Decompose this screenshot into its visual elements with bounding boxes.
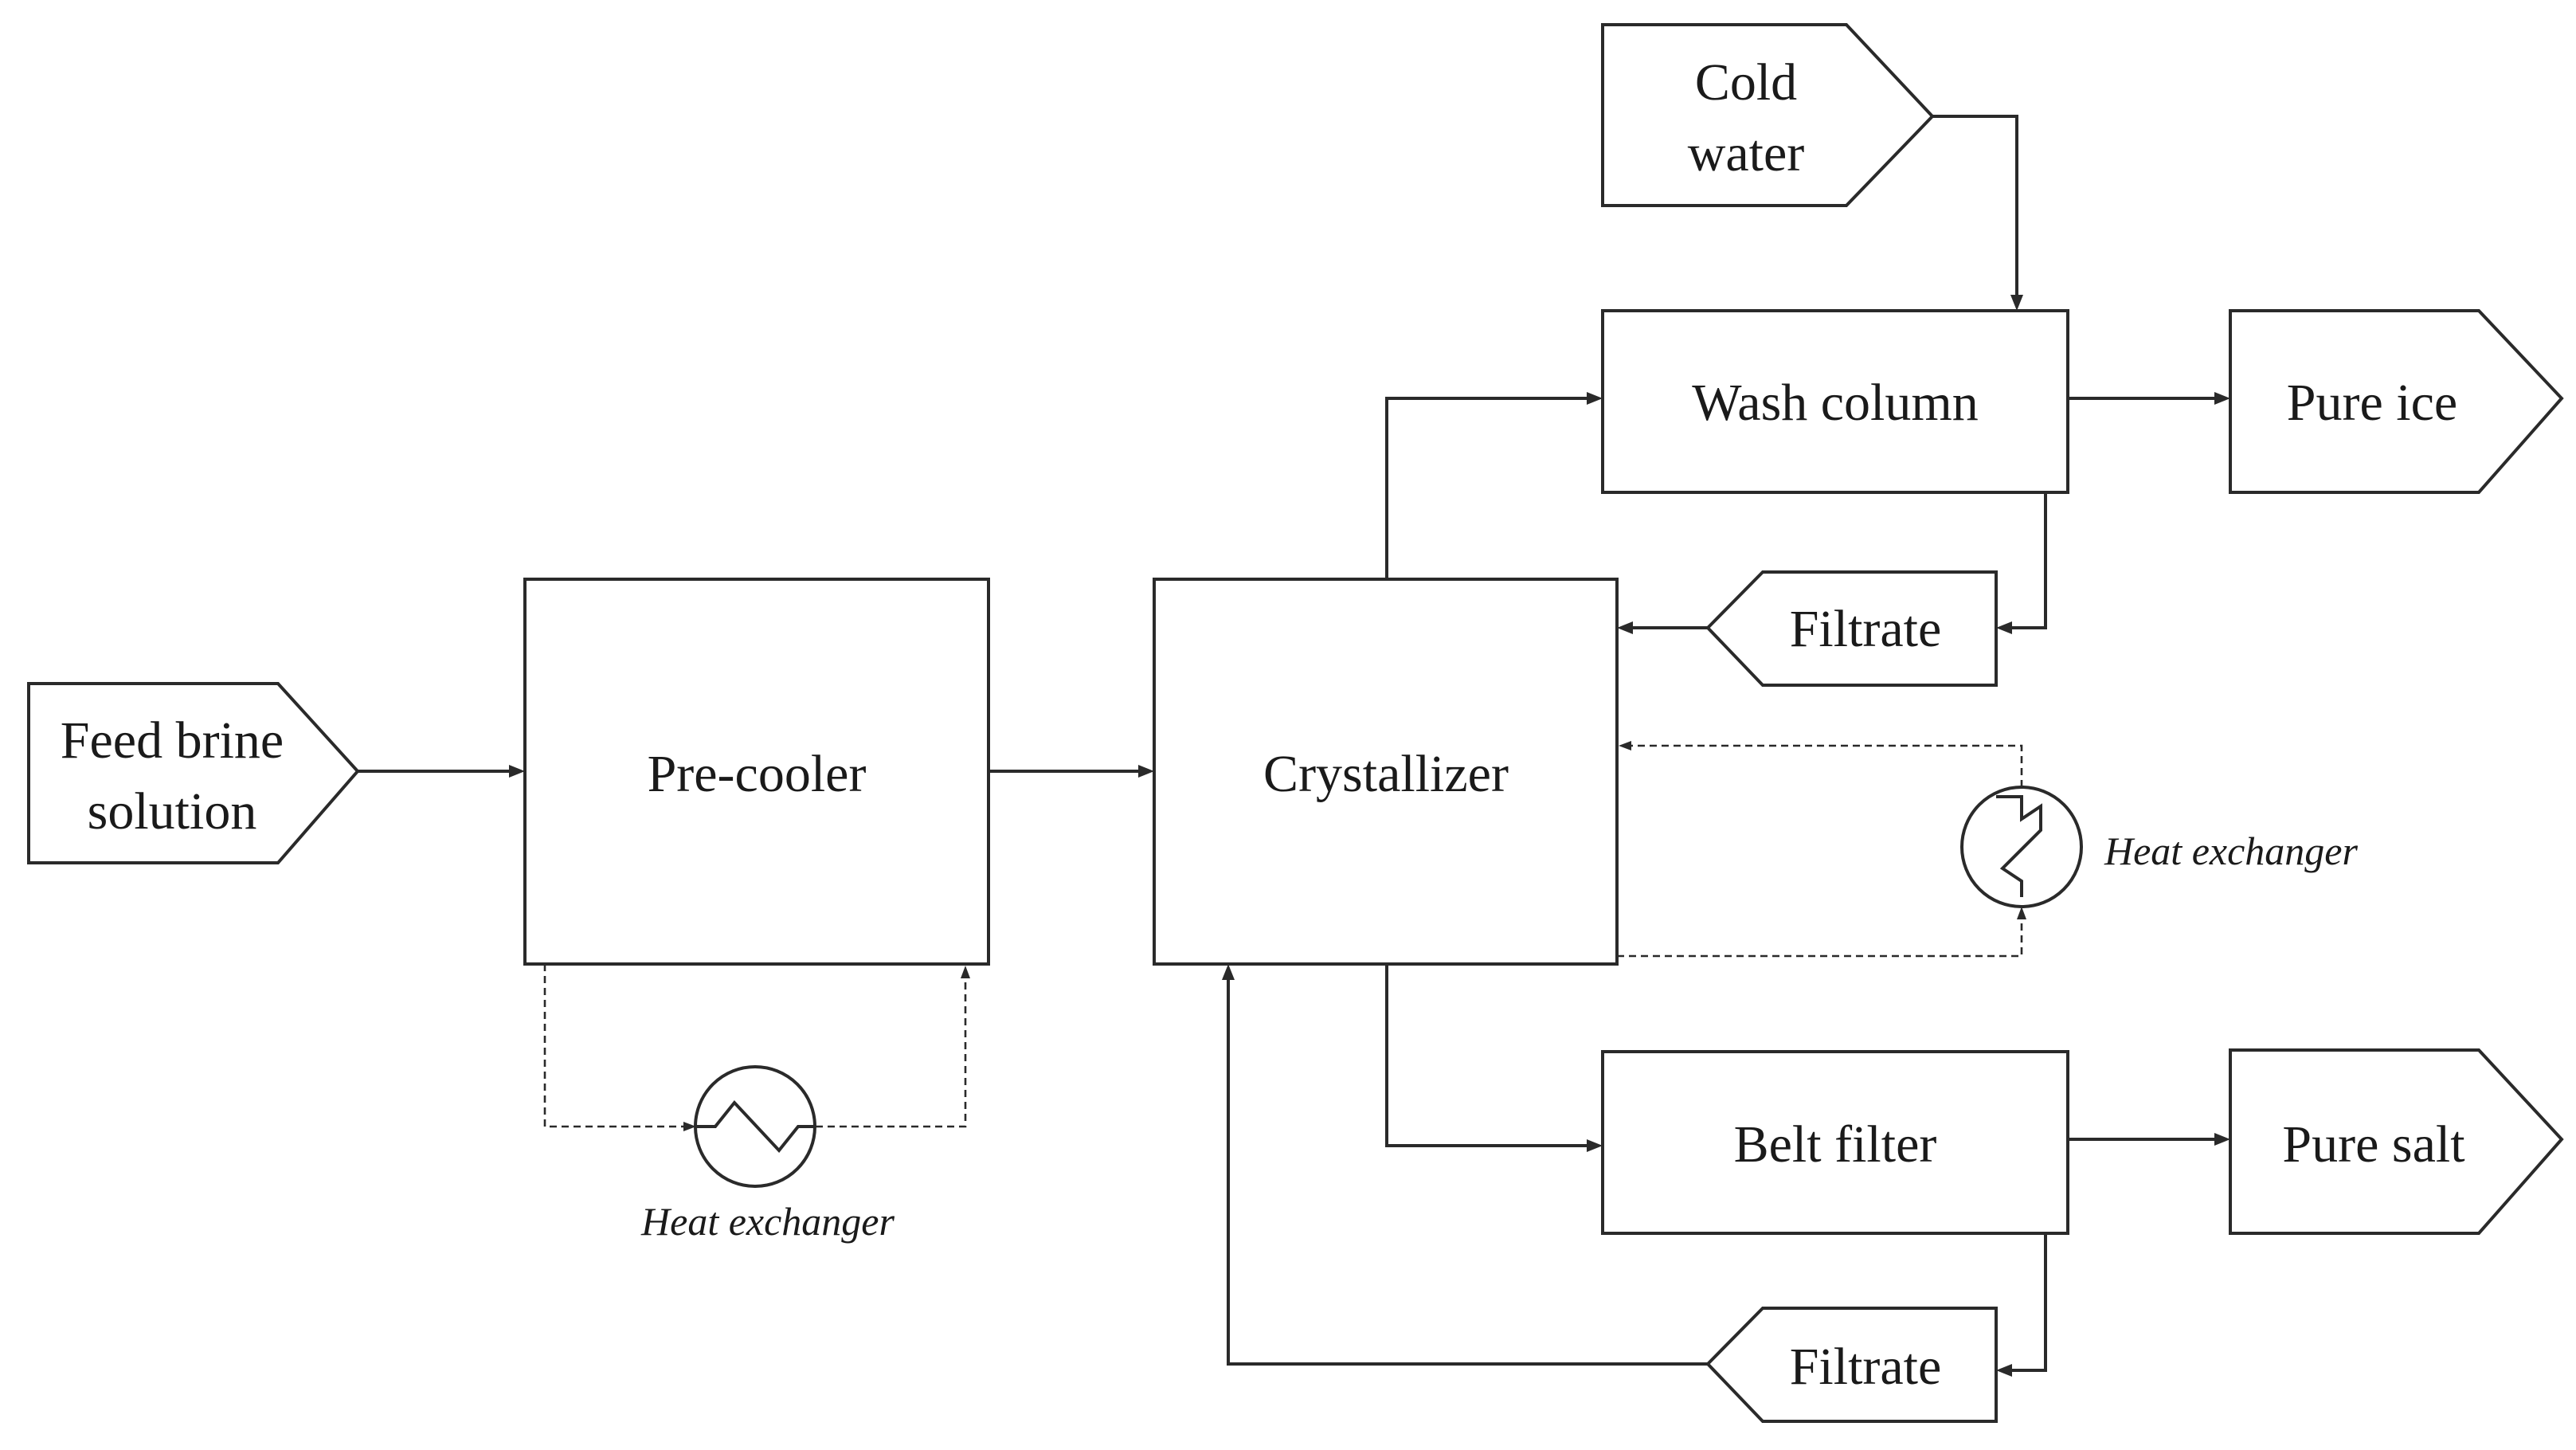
- pure-salt-shape: [2229, 1048, 2564, 1235]
- pure-salt-node: Pure salt: [2229, 1048, 2564, 1235]
- dashed-loop-precooler-return: [816, 977, 967, 1128]
- filtrate-top-label: Filtrate: [1790, 600, 1942, 658]
- heat-exchanger-right-symbol: [1960, 786, 2083, 908]
- heat-exchanger-bottom-coil: [696, 1099, 816, 1154]
- connector-crystallizer-to-belt-filter: [1385, 964, 1588, 1147]
- arrowhead-crystallizer-bottom-in: [1222, 964, 1235, 980]
- arrowhead-pure-ice-in: [2214, 392, 2230, 405]
- precooler-node: Pre-cooler: [523, 578, 990, 966]
- connector-filtrate-bottom-to-crystallizer: [1227, 978, 1708, 1366]
- arrowhead-heat-exchanger-right-in: [2017, 907, 2026, 919]
- arrowhead-crystallizer-heat-return: [1619, 741, 1631, 750]
- cold-water-label-line2: water: [1688, 124, 1805, 182]
- cold-water-node: Cold water: [1601, 23, 1935, 207]
- arrowhead-heat-exchanger-bottom-in: [683, 1122, 696, 1131]
- crystallizer-label: Crystallizer: [1263, 745, 1509, 803]
- heat-exchanger-right-label: Heat exchanger: [2104, 829, 2358, 873]
- arrowhead-crystallizer-in: [1138, 765, 1154, 778]
- filtrate-bottom-node: Filtrate: [1705, 1307, 1998, 1423]
- arrowhead-filtrate-top-in: [1996, 621, 2012, 634]
- arrowhead-precooler-in: [509, 765, 525, 778]
- dashed-loop-precooler-out: [543, 964, 685, 1128]
- heat-exchanger-right-node: Heat exchanger: [1960, 786, 2358, 908]
- arrowhead-pure-salt-in: [2214, 1133, 2230, 1146]
- flow-lines: [358, 115, 2230, 1377]
- cold-water-label-line1: Cold: [1695, 53, 1797, 112]
- filtrate-bottom-shape: [1705, 1307, 1998, 1423]
- filtrate-bottom-label: Filtrate: [1790, 1338, 1942, 1396]
- connector-wash-column-to-filtrate-top: [2010, 492, 2047, 629]
- pure-ice-node: Pure ice: [2229, 309, 2564, 494]
- arrowhead-wash-column-in: [1587, 392, 1603, 405]
- arrowhead-precooler-return: [961, 966, 970, 978]
- connector-cold-water-to-wash-column: [1932, 115, 2018, 296]
- belt-filter-node: Belt filter: [1601, 1050, 2069, 1235]
- dashed-loop-crystallizer-return: [1630, 744, 2023, 787]
- filtrate-top-node: Filtrate: [1705, 570, 1998, 687]
- wash-column-label: Wash column: [1692, 374, 1978, 432]
- precooler-label: Pre-cooler: [648, 745, 867, 803]
- heat-exchanger-loops: [543, 741, 2026, 1131]
- heat-exchanger-bottom-label: Heat exchanger: [640, 1199, 895, 1244]
- dashed-loop-crystallizer-out: [1617, 918, 2023, 958]
- precooler-box: [523, 578, 990, 966]
- pure-ice-label: Pure ice: [2287, 374, 2457, 432]
- feed-brine-node: Feed brine solution: [27, 682, 360, 864]
- arrowhead-crystallizer-filtrate-in: [1617, 621, 1633, 634]
- filtrate-top-shape: [1705, 570, 1998, 687]
- pure-ice-shape: [2229, 309, 2564, 494]
- arrowhead-belt-filter-in: [1587, 1139, 1603, 1152]
- feed-brine-label-line2: solution: [88, 782, 257, 841]
- crystallizer-node: Crystallizer: [1153, 578, 1619, 966]
- wash-column-node: Wash column: [1601, 309, 2069, 494]
- connector-belt-filter-to-filtrate-bottom: [2010, 1233, 2047, 1372]
- cold-water-shape: [1601, 23, 1935, 207]
- feed-brine-label-line1: Feed brine: [61, 711, 284, 770]
- belt-filter-box: [1601, 1050, 2069, 1235]
- heat-exchanger-right-coil: [1996, 795, 2042, 897]
- feed-brine-shape: [27, 682, 360, 864]
- arrowhead-filtrate-bottom-in: [1996, 1364, 2012, 1377]
- arrowhead-cold-water-in: [2010, 295, 2023, 311]
- crystallizer-box: [1153, 578, 1619, 966]
- belt-filter-label: Belt filter: [1734, 1115, 1937, 1174]
- heat-exchanger-bottom-node: Heat exchanger: [640, 1065, 895, 1244]
- wash-column-box: [1601, 309, 2069, 494]
- pure-salt-label: Pure salt: [2282, 1115, 2464, 1174]
- connector-crystallizer-to-wash-column: [1385, 397, 1588, 579]
